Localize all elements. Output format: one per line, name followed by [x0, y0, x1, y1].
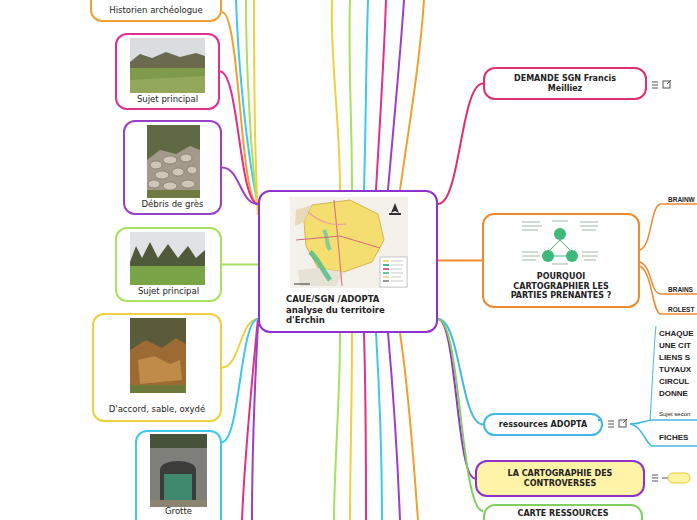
- photo-field-1: [130, 38, 205, 93]
- photo-sandstone-debris: [147, 125, 200, 198]
- topic-text: LA CARTOGRAPHIE DES CONTROVERSES: [495, 469, 625, 488]
- branch-topic: Grotte: [135, 430, 222, 520]
- branch-topic: Débris de grès: [123, 120, 222, 215]
- branch-connector: [438, 84, 483, 205]
- topic-text: CAUE/SGN /ADOPTA analyse du territoire d…: [286, 294, 414, 325]
- off-page-branches: [236, 0, 424, 520]
- branch-label: LIENS S: [659, 354, 690, 363]
- topic-text: Grotte: [165, 506, 192, 516]
- branch-label: FICHES: [659, 434, 688, 443]
- sub-branches: [630, 204, 697, 446]
- branch-connector: [222, 319, 258, 368]
- branch-connector: [222, 264, 258, 266]
- photo-oxidised-sand: [130, 318, 186, 393]
- branch-label: DONNE: [659, 390, 688, 399]
- branch-label: BRAINS: [668, 286, 693, 293]
- topic-text: DEMANDE SGN Francis Meilliez: [500, 74, 630, 93]
- topic-text: Sujet principal: [138, 286, 199, 296]
- topic-text: Historien archéologue: [109, 5, 202, 15]
- topic-text: POURQUOI CARTOGRAPHIER LES PARTIES PRENA…: [505, 272, 617, 301]
- branch-topic: POURQUOI CARTOGRAPHIER LES PARTIES PRENA…: [482, 213, 640, 308]
- branch-connector: [222, 168, 258, 205]
- branch-connector: [220, 72, 258, 205]
- photo-field-2: [130, 232, 205, 285]
- branch-label: CIRCUL: [659, 378, 689, 387]
- branch-connector: [222, 12, 258, 204]
- branch-topic: LA CARTOGRAPHIE DES CONTROVERSES: [475, 460, 645, 497]
- photo-cave: [150, 434, 207, 507]
- branch-topic: D'accord, sable, oxydé: [92, 313, 222, 422]
- yellow-tag: [668, 473, 690, 483]
- branch-connector: [222, 319, 258, 442]
- branch-label: ROLEST: [668, 306, 694, 313]
- topic-text: CARTE RESSOURCES: [518, 509, 609, 519]
- branch-topic: ressources ADOPTA: [483, 413, 603, 436]
- branch-topic: Sujet principal: [115, 33, 220, 110]
- branch-label: Sujet secon: [659, 411, 690, 418]
- branch-topic: Historien archéologue: [90, 0, 222, 22]
- topic-text: ressources ADOPTA: [499, 420, 587, 430]
- branch-connector: [438, 260, 482, 262]
- branch-connector: [438, 319, 475, 479]
- branch-topic: CARTE RESSOURCES: [483, 504, 643, 520]
- branch-label: BRAINW: [668, 196, 695, 203]
- central-topic: CAUE/SGN /ADOPTA analyse du territoire d…: [258, 190, 438, 333]
- branch-label: UNE CIT: [659, 342, 691, 351]
- stakeholder-graphic: [522, 221, 598, 264]
- branch-topic: Sujet principal: [115, 227, 222, 302]
- topic-text: Débris de grès: [142, 199, 204, 209]
- branch-topic: DEMANDE SGN Francis Meilliez: [483, 67, 647, 100]
- topic-text: Sujet principal: [137, 94, 198, 104]
- topic-text: D'accord, sable, oxydé: [109, 404, 205, 414]
- territory-map: [290, 197, 408, 288]
- branch-label: TUYAUX: [659, 366, 691, 375]
- branch-label: CHAQUE: [659, 330, 694, 339]
